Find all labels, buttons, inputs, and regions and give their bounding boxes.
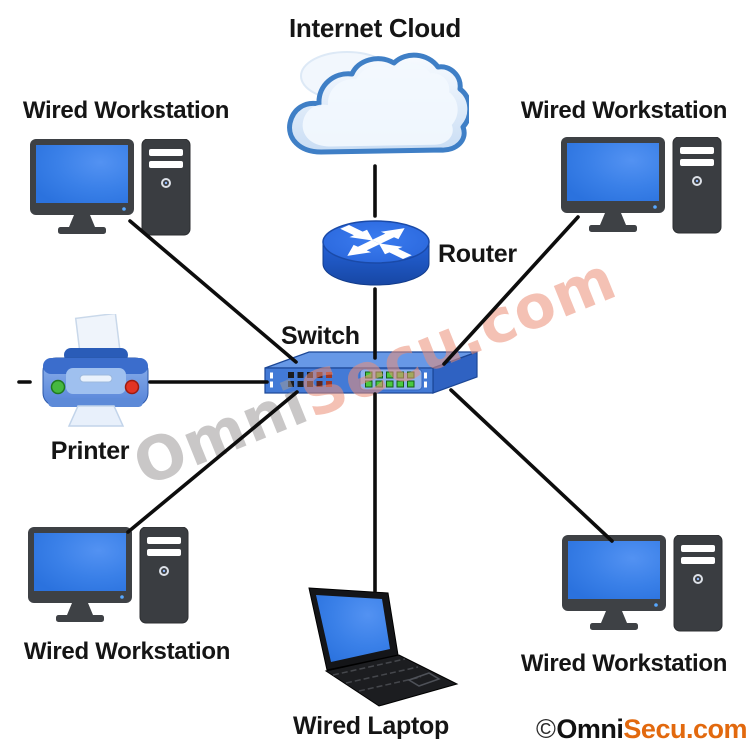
- printer-red-button-icon: [124, 379, 140, 395]
- workstation-top-left-label: Wired Workstation: [22, 97, 230, 124]
- workstation-bottom-left-label: Wired Workstation: [23, 638, 231, 665]
- printer-green-button-icon: [50, 379, 66, 395]
- connection-switch-workstation-bottom-left: [126, 390, 299, 534]
- wired-laptop-icon: [308, 587, 459, 707]
- workstation-top-right-icon: [561, 137, 723, 237]
- printer-icon: [42, 314, 149, 427]
- printer-label: Printer: [50, 437, 130, 465]
- connection-switch-workstation-bottom-right: [449, 388, 614, 543]
- connection-switch-workstation-top-left: [128, 219, 298, 364]
- footer-brand: ©OmniSecu.com: [536, 714, 747, 745]
- internet-cloud-icon: [287, 51, 469, 155]
- router-label: Router: [438, 240, 517, 268]
- workstation-bottom-right-icon: [562, 535, 724, 635]
- brand-black-text: Omni: [556, 714, 624, 744]
- router-icon: [322, 220, 430, 286]
- copyright-icon: ©: [536, 714, 556, 744]
- switch-label: Switch: [281, 322, 360, 350]
- brand-orange-text: Secu.com: [623, 714, 747, 744]
- internet-cloud-label: Internet Cloud: [288, 13, 462, 43]
- workstation-top-right-label: Wired Workstation: [520, 97, 728, 124]
- workstation-bottom-left-icon: [28, 527, 190, 627]
- wired-laptop-label: Wired Laptop: [293, 712, 449, 740]
- workstation-bottom-right-label: Wired Workstation: [520, 650, 728, 677]
- switch-icon: [264, 351, 478, 394]
- workstation-top-left-icon: [30, 139, 192, 239]
